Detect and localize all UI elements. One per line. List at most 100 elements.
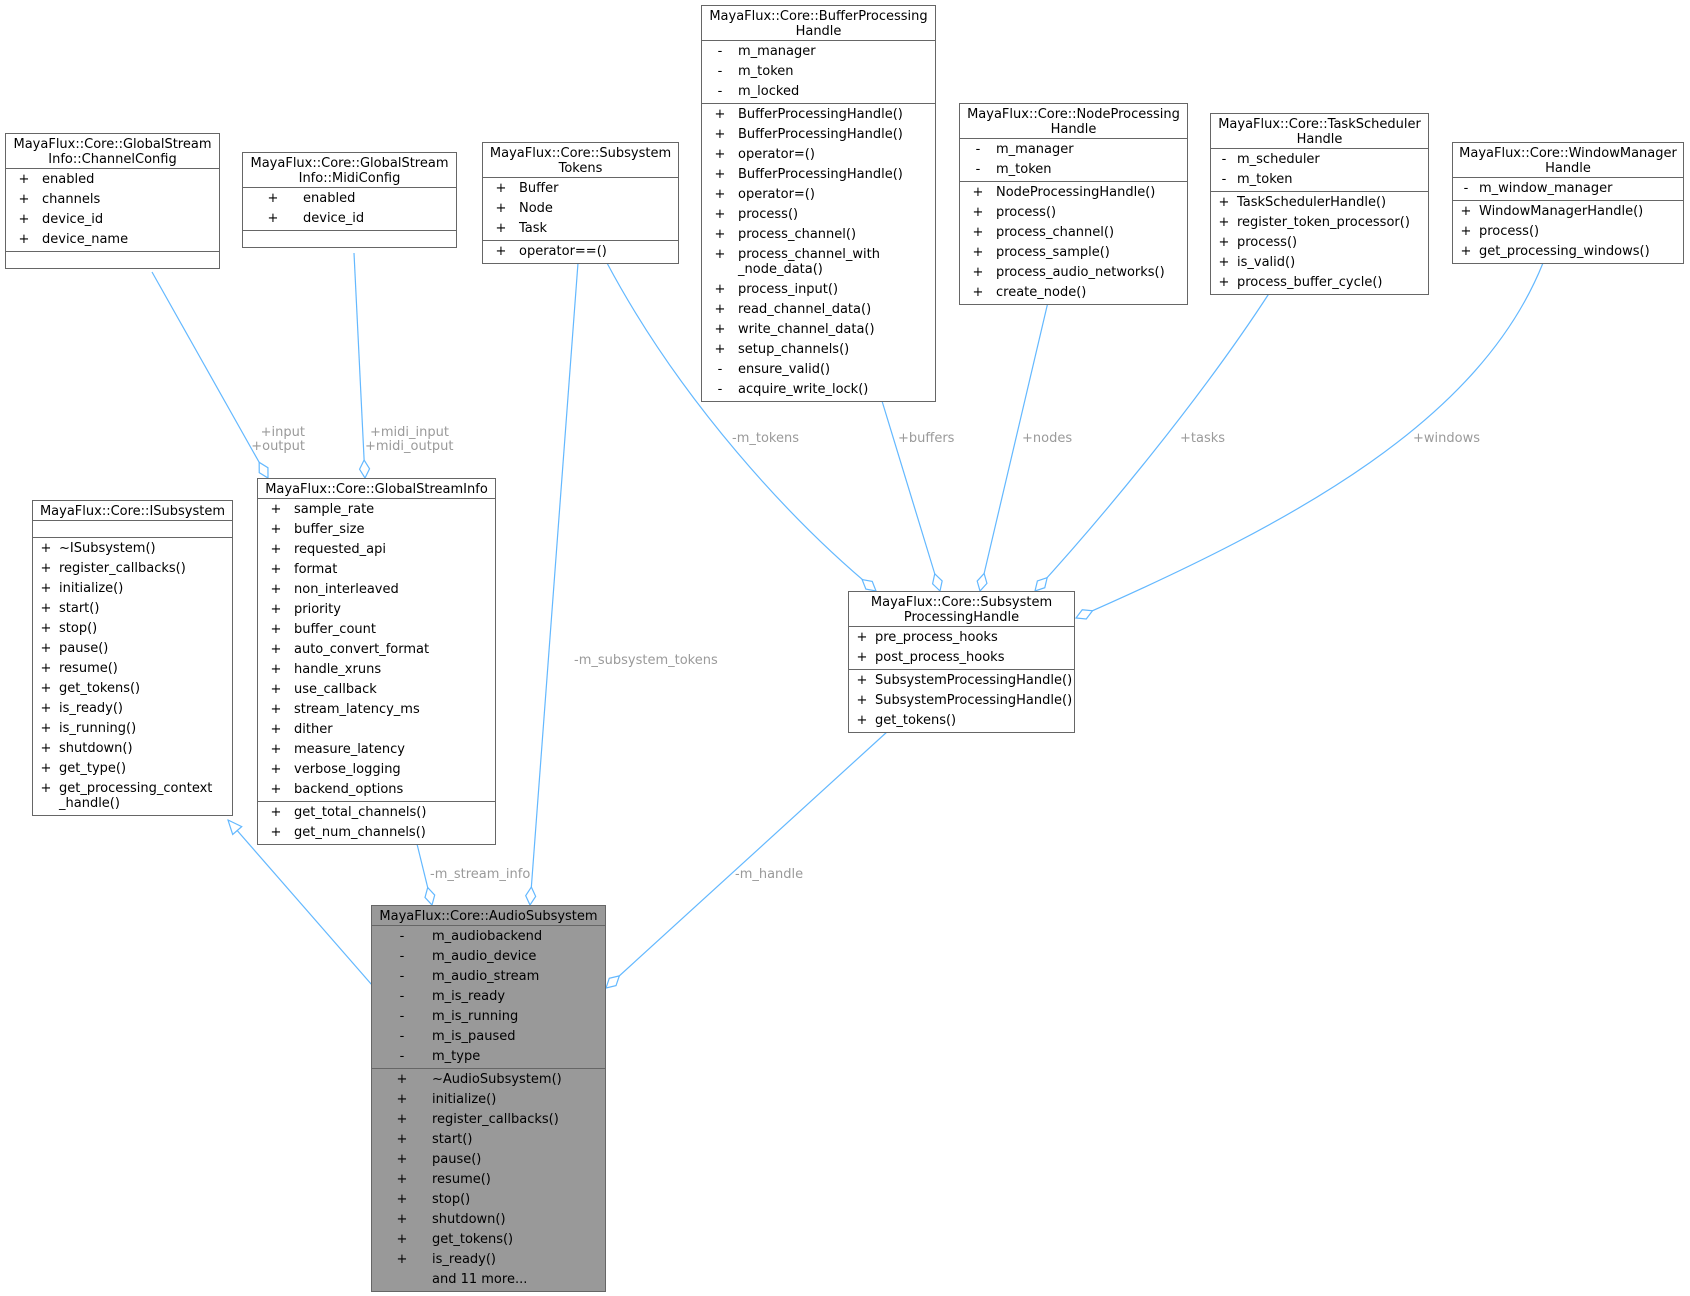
visibility-marker: + <box>40 581 52 596</box>
visibility-marker: + <box>856 713 868 728</box>
method-name: ~AudioSubsystem() <box>432 1072 562 1087</box>
method-row: +get_processing_context _handle() <box>33 779 232 814</box>
edge-label-m-subsystem-tokens: -m_subsystem_tokens <box>574 653 718 668</box>
attribute-row: +priority <box>258 600 495 620</box>
attribute-row: +measure_latency <box>258 740 495 760</box>
visibility-marker: + <box>495 221 507 236</box>
attribute-row: -m_type <box>372 1047 605 1067</box>
visibility-marker: - <box>399 949 405 964</box>
attribute-name: m_window_manager <box>1479 181 1613 196</box>
class-midi-config[interactable]: MayaFlux::Core::GlobalStream Info::MidiC… <box>242 152 457 248</box>
attribute-name: requested_api <box>294 542 386 557</box>
class-node-processing-handle[interactable]: MayaFlux::Core::NodeProcessing Handle-m_… <box>959 103 1188 305</box>
method-name: acquire_write_lock() <box>738 382 869 397</box>
method-name: process_audio_networks() <box>996 265 1165 280</box>
method-row: +initialize() <box>33 579 232 599</box>
method-row: +process_sample() <box>960 243 1187 263</box>
visibility-marker: + <box>714 207 726 222</box>
class-global-stream-info[interactable]: MayaFlux::Core::GlobalStreamInfo+sample_… <box>257 478 496 845</box>
attribute-row: +use_callback <box>258 680 495 700</box>
method-row: +get_total_channels() <box>258 803 495 823</box>
class-title: MayaFlux::Core::Subsystem ProcessingHand… <box>849 592 1074 627</box>
attribute-row: +backend_options <box>258 780 495 800</box>
edge-task-handle-to-subsystem-handle <box>1035 291 1271 591</box>
visibility-marker: + <box>270 742 282 757</box>
attribute-row: +dither <box>258 720 495 740</box>
edge-label-midi-output: +midi_output <box>365 439 453 454</box>
class-channel-config[interactable]: MayaFlux::Core::GlobalStream Info::Chann… <box>5 133 220 269</box>
class-subsystem-tokens[interactable]: MayaFlux::Core::Subsystem Tokens+Buffer+… <box>482 142 679 264</box>
visibility-marker: + <box>714 227 726 242</box>
method-row: +process_channel() <box>960 223 1187 243</box>
visibility-marker: + <box>495 201 507 216</box>
visibility-marker: - <box>399 1029 405 1044</box>
method-row: +TaskSchedulerHandle() <box>1211 193 1428 213</box>
visibility-marker: + <box>1460 224 1472 239</box>
method-name: register_callbacks() <box>432 1112 559 1127</box>
method-name: write_channel_data() <box>738 322 875 337</box>
visibility-marker: + <box>972 205 984 220</box>
visibility-marker: + <box>396 1132 408 1147</box>
attributes-section: +enabled+channels+device_id+device_name <box>6 169 219 252</box>
visibility-marker: + <box>270 825 282 840</box>
visibility-marker: - <box>399 989 405 1004</box>
method-row: +BufferProcessingHandle() <box>702 105 935 125</box>
edge-tokens-to-subsystem-handle <box>606 262 876 591</box>
method-row: +stop() <box>372 1190 605 1210</box>
attribute-row: -m_scheduler <box>1211 150 1428 170</box>
method-name: operator=() <box>738 147 815 162</box>
visibility-marker: + <box>40 721 52 736</box>
method-row: +shutdown() <box>372 1210 605 1230</box>
method-row: +process_input() <box>702 280 935 300</box>
attribute-row: +channels <box>6 190 219 210</box>
method-name: pause() <box>432 1152 482 1167</box>
method-row: +BufferProcessingHandle() <box>702 125 935 145</box>
attribute-name: m_is_running <box>432 1009 519 1024</box>
method-row: +operator=() <box>702 145 935 165</box>
edge-audio-subsystem-to-isubsystem <box>228 820 373 986</box>
method-name: ensure_valid() <box>738 362 831 377</box>
attribute-row: -m_is_paused <box>372 1027 605 1047</box>
visibility-marker: + <box>1218 235 1230 250</box>
visibility-marker: - <box>975 142 981 157</box>
method-row: +setup_channels() <box>702 340 935 360</box>
method-name: is_running() <box>59 721 137 736</box>
class-subsystem-processing-handle[interactable]: MayaFlux::Core::Subsystem ProcessingHand… <box>848 591 1075 733</box>
method-name: register_callbacks() <box>59 561 186 576</box>
method-row: +create_node() <box>960 283 1187 303</box>
method-row: +process() <box>702 205 935 225</box>
visibility-marker: + <box>714 282 726 297</box>
class-title: MayaFlux::Core::Subsystem Tokens <box>483 143 678 178</box>
visibility-marker: + <box>972 245 984 260</box>
class-isubsystem[interactable]: MayaFlux::Core::ISubsystem+~ISubsystem()… <box>32 500 233 816</box>
method-name: stop() <box>432 1192 471 1207</box>
attribute-name: Node <box>519 201 553 216</box>
method-row: -acquire_write_lock() <box>702 380 935 400</box>
method-row: +register_callbacks() <box>372 1110 605 1130</box>
edge-tokens-to-audio-subsystem <box>530 262 579 905</box>
method-row: +register_callbacks() <box>33 559 232 579</box>
class-audio-subsystem[interactable]: MayaFlux::Core::AudioSubsystem-m_audioba… <box>371 905 606 1292</box>
method-name: get_type() <box>59 761 127 776</box>
attribute-row: +enabled <box>6 170 219 190</box>
method-name: register_token_processor() <box>1237 215 1410 230</box>
attribute-row: -m_locked <box>702 82 935 102</box>
method-row: +WindowManagerHandle() <box>1453 202 1683 222</box>
method-row: +~AudioSubsystem() <box>372 1070 605 1090</box>
visibility-marker: + <box>267 211 279 226</box>
class-task-scheduler-handle[interactable]: MayaFlux::Core::TaskScheduler Handle-m_s… <box>1210 113 1429 295</box>
visibility-marker: + <box>270 642 282 657</box>
class-window-manager-handle[interactable]: MayaFlux::Core::WindowManager Handle-m_w… <box>1452 142 1684 264</box>
method-name: get_total_channels() <box>294 805 427 820</box>
method-row: +process() <box>1211 233 1428 253</box>
visibility-marker: + <box>40 601 52 616</box>
class-buffer-processing-handle[interactable]: MayaFlux::Core::BufferProcessing Handle-… <box>701 5 936 402</box>
class-title: MayaFlux::Core::GlobalStream Info::MidiC… <box>243 153 456 188</box>
class-title: MayaFlux::Core::GlobalStream Info::Chann… <box>6 134 219 169</box>
attribute-row: -m_audiobackend <box>372 927 605 947</box>
class-title: MayaFlux::Core::TaskScheduler Handle <box>1211 114 1428 149</box>
attribute-row: -m_audio_stream <box>372 967 605 987</box>
visibility-marker: + <box>1218 215 1230 230</box>
class-title: MayaFlux::Core::WindowManager Handle <box>1453 143 1683 178</box>
visibility-marker: + <box>1218 195 1230 210</box>
